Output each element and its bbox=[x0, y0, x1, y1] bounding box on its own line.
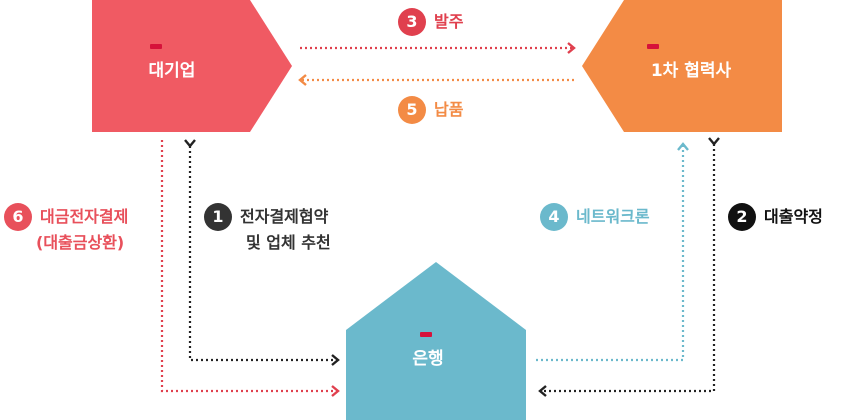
supplier-marker bbox=[647, 44, 659, 49]
step-4-badge: 4 bbox=[540, 203, 568, 231]
step-5-label: 납품 bbox=[434, 100, 464, 119]
bank-shape bbox=[346, 262, 526, 420]
supplier-shape bbox=[582, 0, 782, 132]
step-6-label-line2: (대출금상환) bbox=[36, 233, 125, 252]
step-6-label-line1: 대금전자결제 bbox=[40, 207, 129, 226]
arrow-network-loan bbox=[536, 142, 689, 362]
step-2-badge: 2 bbox=[728, 203, 756, 231]
arrow-agreement bbox=[184, 139, 340, 366]
large-company-label: 대기업 bbox=[148, 61, 196, 81]
step-4-label: 네트워크론 bbox=[576, 207, 650, 226]
step-3-label: 발주 bbox=[434, 12, 464, 31]
step-5-badge: 5 bbox=[398, 96, 426, 124]
arrow-loan-contract bbox=[538, 137, 720, 397]
bank-marker bbox=[420, 332, 432, 337]
step-1-label-line2: 및 업체 추천 bbox=[246, 233, 331, 252]
step-1-label-line1: 전자결제협약 bbox=[240, 207, 329, 226]
step-3-badge: 3 bbox=[398, 8, 426, 36]
arrow-payment bbox=[160, 140, 340, 397]
step-1-badge: 1 bbox=[204, 203, 232, 231]
step-6-badge: 6 bbox=[4, 203, 32, 231]
bank-label: 은행 bbox=[412, 349, 444, 369]
supplier-label: 1차 협력사 bbox=[650, 61, 732, 81]
large-company-marker bbox=[150, 44, 162, 49]
large-company-shape bbox=[92, 0, 292, 132]
step-2-label: 대출약정 bbox=[764, 207, 823, 226]
